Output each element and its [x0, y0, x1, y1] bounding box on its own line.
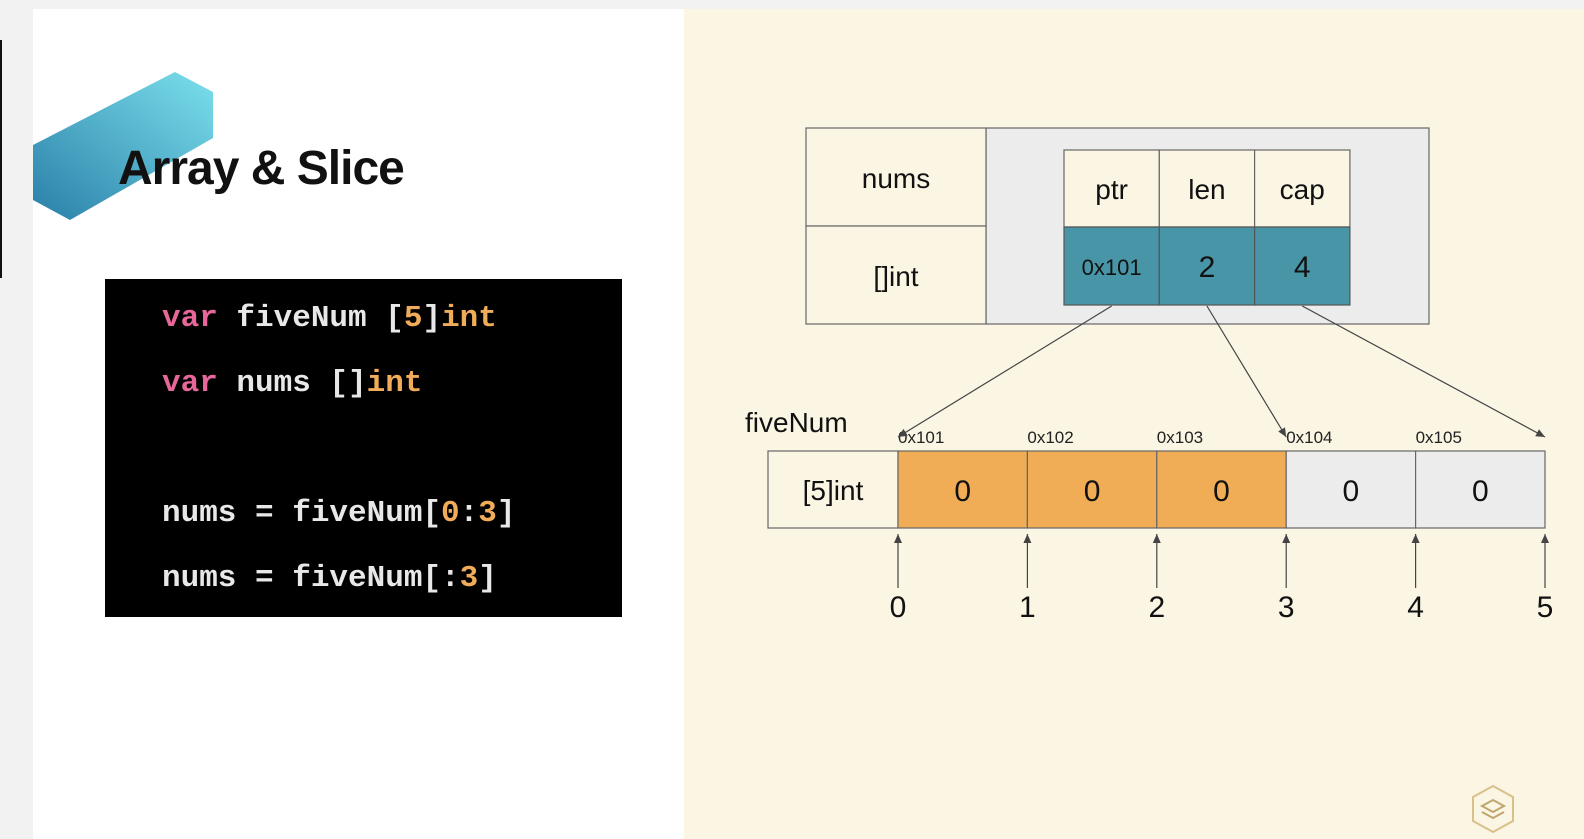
code-token: 3	[478, 496, 497, 531]
hex-stack-icon	[1472, 784, 1514, 834]
code-token: nums []	[217, 366, 367, 401]
field-value-len: 2	[1199, 251, 1216, 284]
code-token: fiveNum [	[217, 301, 404, 336]
array-cell	[897, 450, 1028, 529]
array-type-label: [5]int	[803, 475, 864, 506]
field-label-cap: cap	[1280, 174, 1325, 205]
page-title: Array & Slice	[118, 142, 405, 195]
code-token: :	[459, 496, 479, 531]
code-token: 3	[459, 561, 479, 596]
index-label: 4	[1407, 591, 1424, 624]
array-name-label: fiveNum	[745, 407, 848, 438]
index-label: 3	[1278, 591, 1295, 624]
array-cell	[1285, 450, 1417, 529]
code-line: nums = fiveNum[:3]	[162, 563, 497, 594]
pointer-arrow	[1301, 305, 1546, 438]
code-token: 5	[403, 301, 423, 336]
index-label: 0	[890, 591, 907, 624]
field-label-len: len	[1188, 174, 1225, 205]
index-label: 5	[1537, 591, 1554, 624]
field-label-ptr: ptr	[1095, 174, 1128, 205]
code-token: var	[162, 366, 218, 401]
code-token: nums = fiveNum[:	[162, 561, 460, 596]
code-token: ]	[496, 496, 516, 531]
pointer-arrow	[897, 305, 1112, 438]
field-label-cell	[1253, 149, 1351, 228]
array-cell-address: 0x104	[1286, 428, 1332, 447]
pointer-arrow	[1206, 305, 1287, 438]
array-cell-address: 0x101	[898, 428, 944, 447]
code-line: nums = fiveNum[0:3]	[162, 498, 515, 529]
code-line: var nums []int	[162, 368, 422, 399]
slice-name-cell	[805, 127, 987, 227]
field-value-cell	[1063, 226, 1160, 306]
field-value-cap: 4	[1294, 251, 1311, 284]
array-cell	[1026, 450, 1158, 529]
field-value-cell	[1253, 226, 1351, 306]
array-cell	[1156, 450, 1287, 529]
array-cell	[1414, 450, 1546, 529]
array-cell-address: 0x102	[1027, 428, 1073, 447]
array-cell-address: 0x103	[1157, 428, 1203, 447]
code-line: var fiveNum [5]int	[162, 303, 497, 334]
array-cell-value: 0	[1343, 475, 1360, 508]
index-label: 2	[1148, 591, 1165, 624]
code-token: nums = fiveNum[	[162, 496, 442, 531]
code-block: var fiveNum [5]int var nums []int nums =…	[105, 279, 622, 617]
array-cell-value: 0	[1084, 475, 1101, 508]
field-value-ptr: 0x101	[1082, 255, 1142, 280]
array-cell-address: 0x105	[1416, 428, 1462, 447]
code-token: ]	[422, 301, 442, 336]
slice-type-cell	[805, 225, 987, 325]
code-token: int	[366, 366, 423, 401]
array-type-cell	[767, 450, 899, 529]
left-edge-divider	[0, 40, 2, 278]
slice-type-label: []int	[873, 261, 918, 292]
code-token: 0	[441, 496, 460, 531]
field-label-cell	[1158, 149, 1256, 228]
array-cell-value: 0	[1472, 475, 1489, 508]
array-cell-value: 0	[954, 475, 971, 508]
code-token: ]	[478, 561, 497, 596]
code-token: var	[162, 301, 218, 336]
code-token: int	[441, 301, 497, 336]
field-value-cell	[1158, 226, 1256, 306]
slice-name-label: nums	[862, 163, 930, 194]
index-label: 1	[1019, 591, 1036, 624]
field-label-cell	[1063, 149, 1160, 228]
brand-logo-icon	[33, 72, 213, 220]
array-cell-value: 0	[1213, 475, 1230, 508]
